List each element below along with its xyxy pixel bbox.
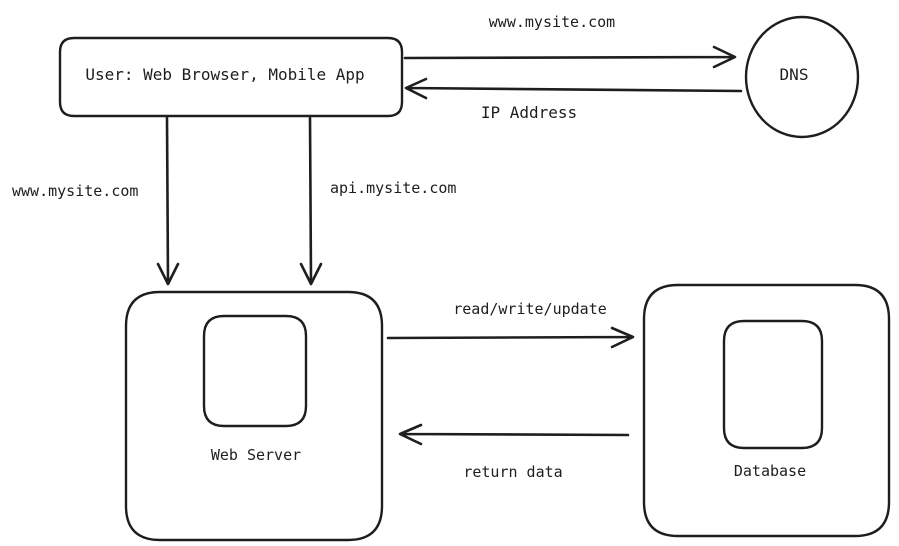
edge-label-client-to-dns: www.mysite.com — [489, 13, 615, 31]
arrow-dns-to-client — [404, 77, 743, 100]
dns-label: DNS — [780, 65, 809, 84]
edge-client-to-dns: www.mysite.com — [403, 13, 737, 69]
web-server-node: Web Server — [124, 290, 384, 542]
database-node: Database — [642, 283, 891, 538]
web-server-label: Web Server — [211, 446, 301, 464]
arrow-client-to-dns — [403, 45, 737, 69]
dns-circle — [744, 15, 860, 139]
edge-client-to-server-www: www.mysite.com — [12, 116, 180, 286]
edge-db-to-server: return data — [398, 423, 630, 481]
edge-client-to-server-api: api.mysite.com — [299, 116, 456, 286]
edge-dns-to-client: IP Address — [404, 77, 743, 122]
edge-label-server-to-db: read/write/update — [453, 300, 607, 318]
client-label: User: Web Browser, Mobile App — [85, 65, 364, 84]
edge-label-client-to-server-www: www.mysite.com — [12, 182, 138, 200]
edge-server-to-db: read/write/update — [386, 300, 635, 349]
database-label: Database — [734, 462, 806, 480]
arrow-client-to-server-www — [156, 116, 180, 286]
edge-label-client-to-server-api: api.mysite.com — [330, 179, 456, 197]
edge-label-dns-to-client: IP Address — [481, 103, 577, 122]
arrow-db-to-server — [398, 423, 630, 446]
arrow-server-to-db — [386, 326, 635, 349]
database-inner-box — [722, 319, 824, 450]
edge-label-db-to-server: return data — [463, 463, 562, 481]
dns-node: DNS — [744, 15, 860, 139]
arrow-client-to-server-api — [299, 116, 323, 286]
web-server-inner-box — [202, 314, 308, 428]
client-box — [58, 36, 404, 118]
client-node: User: Web Browser, Mobile App — [58, 36, 404, 118]
